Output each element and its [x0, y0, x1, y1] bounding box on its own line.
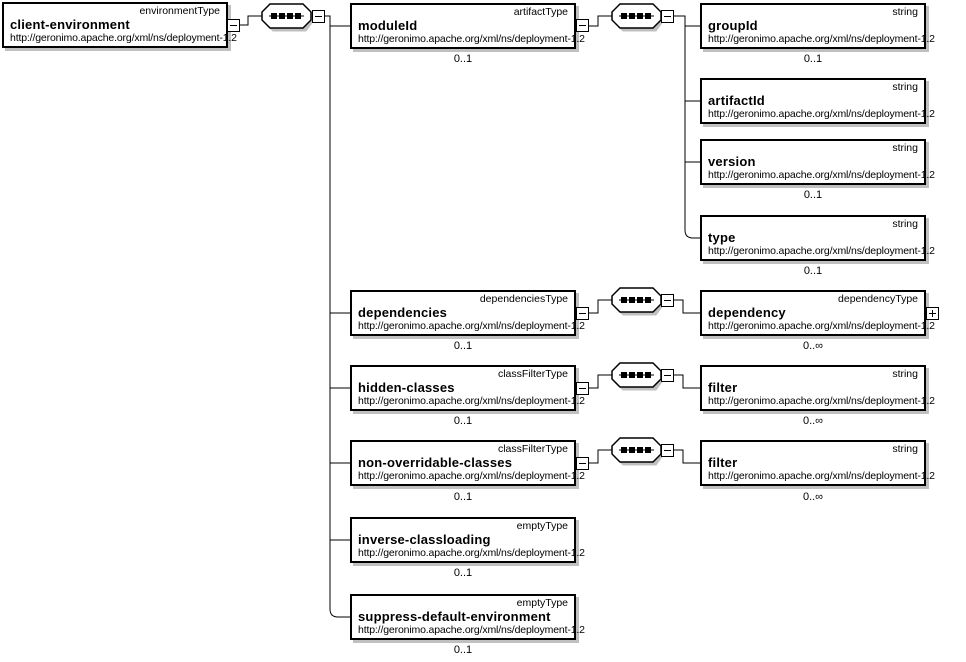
element-suppress-default-environment[interactable]: emptyType suppress-default-environment h…: [350, 594, 585, 640]
occurrence-label: 0..1: [453, 567, 473, 579]
sequence-icon: [611, 437, 665, 466]
element-name: type: [708, 230, 736, 245]
minus-icon: [579, 313, 586, 314]
element-name: suppress-default-environment: [358, 609, 551, 624]
minus-icon: [579, 25, 586, 26]
plus-icon: [932, 310, 933, 317]
collapse-toggle-non-overridable-sequence[interactable]: [661, 444, 674, 457]
type-label: emptyType: [516, 520, 568, 532]
element-name: version: [708, 154, 756, 169]
element-name: non-overridable-classes: [358, 455, 513, 470]
element-dependencies[interactable]: dependenciesType dependencies http://ger…: [350, 290, 585, 336]
occurrence-label: 0..1: [803, 265, 823, 277]
element-groupId[interactable]: string groupId http://geronimo.apache.or…: [700, 3, 935, 49]
namespace-url: http://geronimo.apache.org/xml/ns/deploy…: [358, 470, 585, 482]
element-name: artifactId: [708, 93, 765, 108]
element-non-overridable-classes[interactable]: classFilterType non-overridable-classes …: [350, 440, 585, 486]
occurrence-label: 0..1: [453, 53, 473, 65]
minus-icon: [664, 450, 671, 451]
occurrence-label: 0..∞: [802, 415, 824, 427]
element-dependency[interactable]: dependencyType dependency http://geronim…: [700, 290, 935, 336]
type-label: dependenciesType: [479, 293, 568, 305]
collapse-toggle-moduleId[interactable]: [576, 19, 589, 32]
type-label: string: [892, 81, 918, 93]
namespace-url: http://geronimo.apache.org/xml/ns/deploy…: [358, 547, 585, 559]
sequence-icon: [611, 362, 665, 391]
type-label: environmentType: [139, 5, 220, 17]
element-name: moduleId: [358, 18, 418, 33]
element-hidden-classes[interactable]: classFilterType hidden-classes http://ge…: [350, 365, 585, 411]
minus-icon: [230, 25, 237, 26]
collapse-toggle-hidden-classes-sequence[interactable]: [661, 369, 674, 382]
element-name: inverse-classloading: [358, 532, 491, 547]
namespace-url: http://geronimo.apache.org/xml/ns/deploy…: [358, 33, 585, 45]
sequence-icon: [261, 3, 315, 32]
namespace-url: http://geronimo.apache.org/xml/ns/deploy…: [358, 320, 585, 332]
element-name: client-environment: [10, 17, 130, 32]
collapse-toggle-moduleId-sequence[interactable]: [661, 10, 674, 23]
minus-icon: [315, 16, 322, 17]
element-name: filter: [708, 380, 738, 395]
type-label: dependencyType: [838, 293, 918, 305]
type-label: emptyType: [516, 597, 568, 609]
occurrence-label: 0..1: [453, 340, 473, 352]
element-filter-non-overridable-classes[interactable]: string filter http://geronimo.apache.org…: [700, 440, 935, 486]
element-filter-hidden-classes[interactable]: string filter http://geronimo.apache.org…: [700, 365, 935, 411]
sequence-icon: [611, 287, 665, 316]
collapse-toggle-non-overridable-classes[interactable]: [576, 457, 589, 470]
element-name: dependency: [708, 305, 786, 320]
type-label: artifactType: [513, 6, 568, 18]
occurrence-label: 0..1: [803, 53, 823, 65]
type-label: string: [892, 218, 918, 230]
collapse-toggle-hidden-classes[interactable]: [576, 382, 589, 395]
namespace-url: http://geronimo.apache.org/xml/ns/deploy…: [10, 32, 237, 44]
collapse-toggle-client-environment[interactable]: [227, 19, 240, 32]
occurrence-label: 0..∞: [802, 491, 824, 503]
collapse-toggle-dependencies-sequence[interactable]: [661, 294, 674, 307]
sequence-icon: [611, 3, 665, 32]
collapse-toggle-dependencies[interactable]: [576, 307, 589, 320]
element-client-environment[interactable]: environmentType client-environment http:…: [2, 2, 237, 48]
type-label: string: [892, 6, 918, 18]
minus-icon: [579, 388, 586, 389]
occurrence-label: 0..1: [803, 189, 823, 201]
type-label: string: [892, 142, 918, 154]
occurrence-label: 0..1: [453, 415, 473, 427]
element-type[interactable]: string type http://geronimo.apache.org/x…: [700, 215, 935, 261]
minus-icon: [579, 463, 586, 464]
minus-icon: [664, 300, 671, 301]
element-name: groupId: [708, 18, 758, 33]
element-inverse-classloading[interactable]: emptyType inverse-classloading http://ge…: [350, 517, 585, 563]
element-name: hidden-classes: [358, 380, 455, 395]
element-moduleId[interactable]: artifactType moduleId http://geronimo.ap…: [350, 3, 585, 49]
element-name: dependencies: [358, 305, 448, 320]
namespace-url: http://geronimo.apache.org/xml/ns/deploy…: [708, 395, 935, 407]
type-label: classFilterType: [497, 368, 568, 380]
namespace-url: http://geronimo.apache.org/xml/ns/deploy…: [708, 245, 935, 257]
element-name: filter: [708, 455, 738, 470]
minus-icon: [664, 375, 671, 376]
occurrence-label: 0..1: [453, 644, 473, 656]
type-label: classFilterType: [497, 443, 568, 455]
collapse-toggle-root-sequence[interactable]: [312, 10, 325, 23]
element-version[interactable]: string version http://geronimo.apache.or…: [700, 139, 935, 185]
occurrence-label: 0..1: [453, 491, 473, 503]
namespace-url: http://geronimo.apache.org/xml/ns/deploy…: [708, 169, 935, 181]
minus-icon: [664, 16, 671, 17]
namespace-url: http://geronimo.apache.org/xml/ns/deploy…: [708, 33, 935, 45]
namespace-url: http://geronimo.apache.org/xml/ns/deploy…: [708, 470, 935, 482]
namespace-url: http://geronimo.apache.org/xml/ns/deploy…: [358, 624, 585, 636]
expand-toggle-dependency[interactable]: [926, 307, 939, 320]
namespace-url: http://geronimo.apache.org/xml/ns/deploy…: [358, 395, 585, 407]
occurrence-label: 0..∞: [802, 340, 824, 352]
namespace-url: http://geronimo.apache.org/xml/ns/deploy…: [708, 108, 935, 120]
element-artifactId[interactable]: string artifactId http://geronimo.apache…: [700, 78, 935, 124]
namespace-url: http://geronimo.apache.org/xml/ns/deploy…: [708, 320, 935, 332]
type-label: string: [892, 368, 918, 380]
type-label: string: [892, 443, 918, 455]
